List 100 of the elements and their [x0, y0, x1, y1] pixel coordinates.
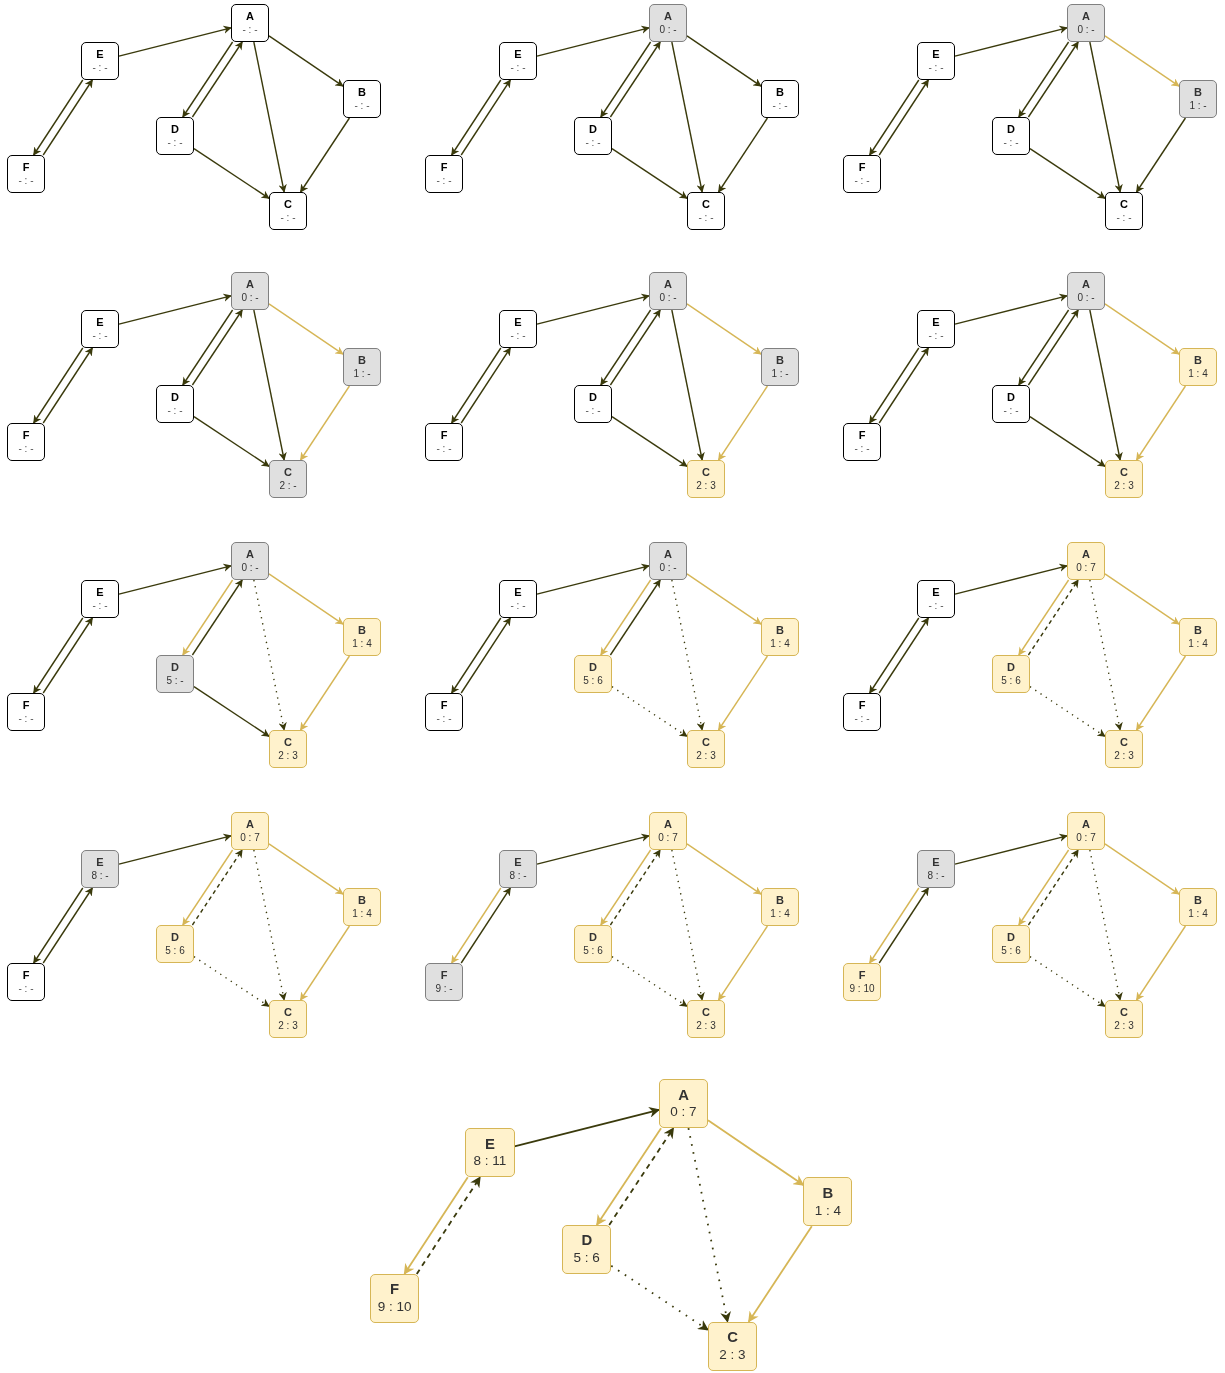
vertex-box — [156, 925, 194, 963]
vertex-label: C — [702, 198, 710, 212]
arrow — [1029, 147, 1106, 200]
vertex-label: B — [358, 624, 366, 638]
time-stamps: 2 : 3 — [278, 1019, 298, 1032]
vertex-label: C — [727, 1329, 738, 1347]
vertex-box — [465, 1128, 515, 1178]
arrow — [878, 887, 930, 964]
vertex-label: F — [22, 161, 30, 175]
vertex-box — [425, 423, 463, 461]
vertex-label: B — [1194, 624, 1202, 638]
vertex-box — [231, 812, 269, 850]
vertex-label: A — [1082, 10, 1090, 24]
time-stamps: 8 : 11 — [473, 1153, 507, 1170]
time-stamps: - : - — [18, 982, 34, 995]
vertex-box — [156, 385, 194, 423]
arrow — [42, 347, 94, 424]
time-stamps: - : - — [436, 174, 452, 187]
vertex-label: F — [858, 969, 866, 983]
time-stamps: 1 : 4 — [770, 637, 790, 650]
vertex-box — [1067, 812, 1105, 850]
vertex-box — [156, 655, 194, 693]
arrow — [460, 79, 512, 156]
vertex-label: C — [284, 198, 292, 212]
vertex-label: E — [96, 856, 104, 870]
arrow — [299, 385, 351, 461]
vertex-box — [574, 925, 612, 963]
vertex-label: B — [358, 354, 366, 368]
time-stamps: - : - — [510, 61, 526, 74]
arrow — [460, 887, 512, 964]
arrow — [32, 617, 84, 694]
arrow — [268, 573, 344, 625]
arrow — [609, 579, 661, 656]
vertex-label: F — [858, 699, 866, 713]
arrow — [191, 41, 243, 118]
time-stamps: 0 : 7 — [1076, 561, 1096, 574]
vertex-label: A — [1082, 818, 1090, 832]
vertex-label: E — [514, 856, 522, 870]
vertex-box — [7, 693, 45, 731]
vertex-label: F — [390, 1281, 400, 1300]
vertex-box — [425, 693, 463, 731]
vertex-label: B — [776, 86, 784, 100]
vertex-label: E — [932, 48, 940, 62]
arrow — [717, 925, 769, 1001]
vertex-label: C — [1120, 198, 1128, 212]
vertex-label: E — [514, 586, 522, 600]
vertex-label: D — [589, 123, 597, 137]
arrow — [1104, 843, 1180, 895]
time-stamps: - : - — [242, 23, 258, 36]
time-stamps: - : - — [928, 61, 944, 74]
arrow — [1027, 309, 1079, 386]
time-stamps: - : - — [928, 329, 944, 342]
time-stamps: 0 : 7 — [1076, 831, 1096, 844]
time-stamps: 0 : - — [1077, 23, 1095, 36]
time-stamps: - : - — [167, 404, 183, 417]
arrow — [268, 35, 344, 87]
time-stamps: 1 : 4 — [352, 907, 372, 920]
vertex-box — [1179, 888, 1217, 926]
vertex-label: D — [1007, 391, 1015, 405]
time-stamps: 2 : 3 — [696, 1019, 716, 1032]
vertex-box — [761, 888, 799, 926]
arrow — [32, 887, 84, 964]
vertex-box — [917, 42, 955, 80]
vertex-box — [7, 423, 45, 461]
vertex-label: E — [96, 586, 104, 600]
arrow — [299, 655, 351, 731]
vertex-box — [687, 192, 725, 230]
time-stamps: 2 : 3 — [696, 749, 716, 762]
vertex-label: A — [246, 278, 254, 292]
arrow — [1104, 573, 1180, 625]
vertex-label: A — [246, 548, 254, 562]
vertex-box — [992, 925, 1030, 963]
arrow — [1018, 849, 1070, 926]
vertex-box — [81, 850, 119, 888]
vertex-label: D — [1007, 123, 1015, 137]
vertex-box — [425, 155, 463, 193]
arrow — [671, 309, 705, 461]
arrow — [536, 25, 650, 57]
vertex-box — [7, 963, 45, 1001]
time-stamps: - : - — [354, 99, 370, 112]
vertex-label: B — [1194, 86, 1202, 100]
vertex-label: B — [776, 354, 784, 368]
vertex-box — [499, 850, 537, 888]
vertex-box — [992, 655, 1030, 693]
time-stamps: - : - — [436, 442, 452, 455]
vertex-box — [269, 460, 307, 498]
time-stamps: 5 : 6 — [165, 944, 185, 957]
time-stamps: - : - — [92, 329, 108, 342]
time-stamps: - : - — [854, 174, 870, 187]
vertex-box — [269, 1000, 307, 1038]
time-stamps: - : - — [1003, 404, 1019, 417]
vertex-label: C — [284, 466, 292, 480]
vertex-label: D — [589, 661, 597, 675]
time-stamps: - : - — [772, 99, 788, 112]
arrow — [671, 849, 705, 1001]
arrow — [707, 1119, 805, 1186]
vertex-box — [343, 888, 381, 926]
vertex-box — [1179, 80, 1217, 118]
arrow — [253, 579, 287, 731]
arrow — [193, 415, 270, 468]
